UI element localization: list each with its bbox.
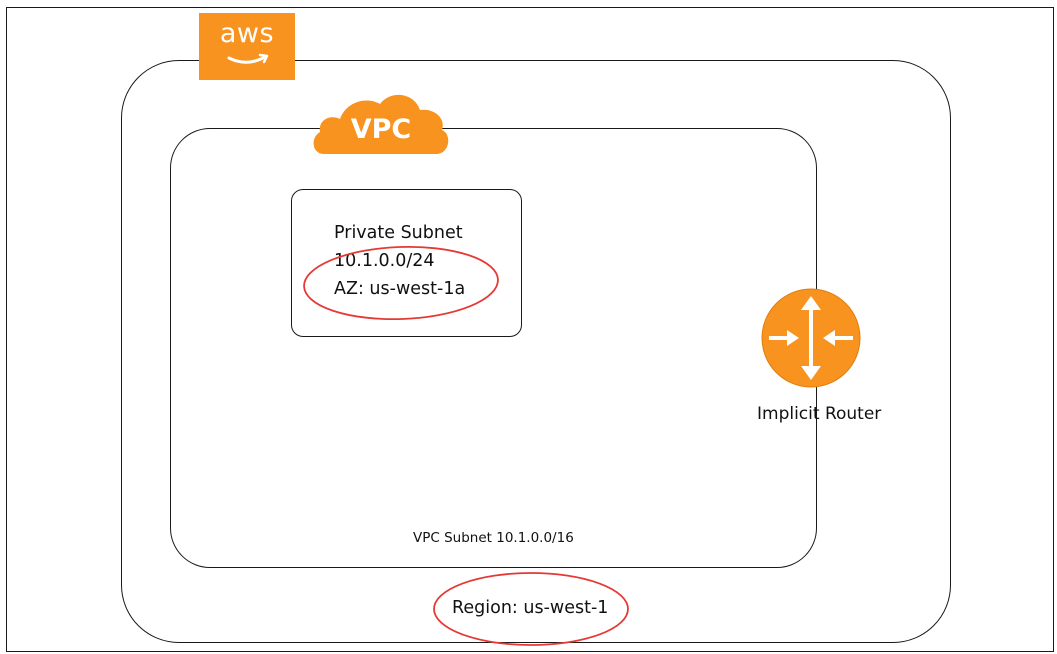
vpc-subnet-label: VPC Subnet 10.1.0.0/16 xyxy=(413,530,574,546)
aws-logo: aws xyxy=(199,13,295,80)
subnet-cidr: 10.1.0.0/24 xyxy=(334,251,435,271)
router-label: Implicit Router xyxy=(757,404,882,424)
subnet-az: AZ: us-west-1a xyxy=(334,279,466,299)
cloud-icon xyxy=(313,94,449,154)
vpc-cloud-badge: VPC xyxy=(310,88,452,156)
vpc-badge-text: VPC xyxy=(350,114,412,145)
aws-logo-text: aws xyxy=(219,18,275,49)
router-icon xyxy=(761,288,861,392)
aws-smile-icon xyxy=(227,53,269,64)
region-label: Region: us-west-1 xyxy=(452,598,609,618)
subnet-title: Private Subnet xyxy=(334,223,463,243)
diagram-frame xyxy=(6,7,1054,652)
